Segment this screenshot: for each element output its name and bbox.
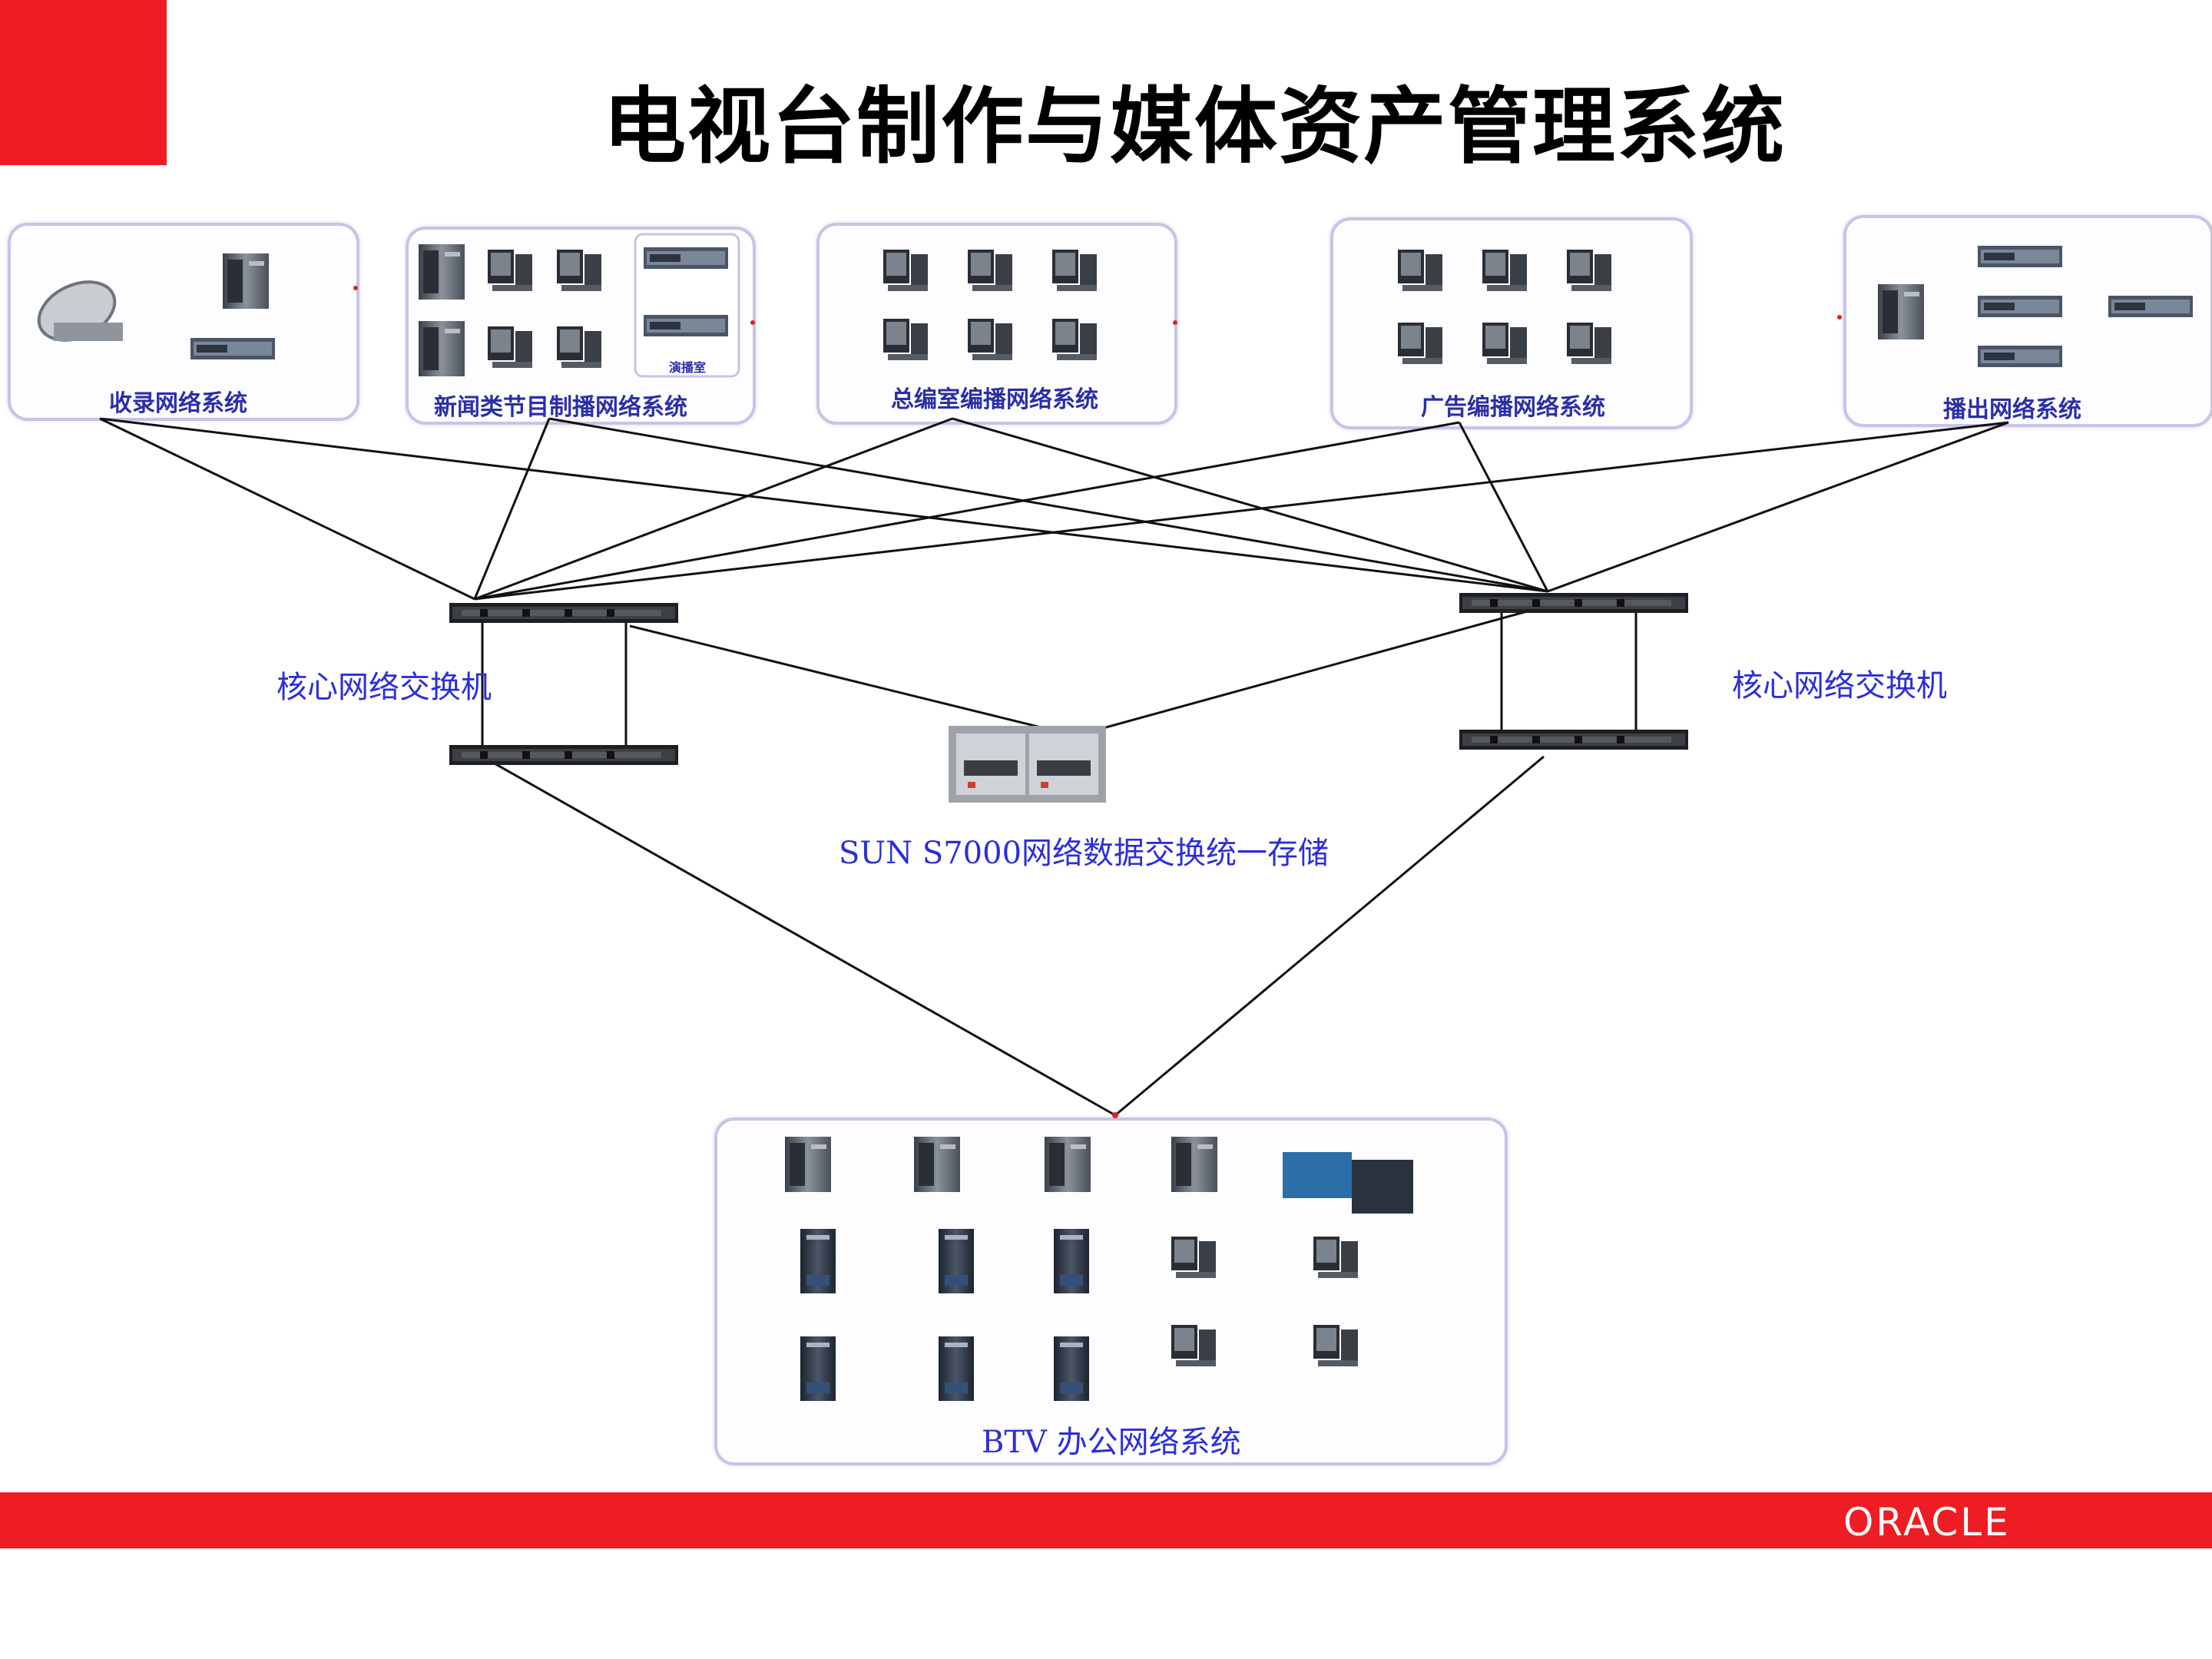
slide-title: 电视台制作与媒体资产管理系统 bbox=[602, 79, 1786, 175]
news-workstation-icon-4 bbox=[557, 326, 601, 368]
news-server-icon-1 bbox=[419, 244, 465, 300]
broadcast-rack-icon-3 bbox=[1978, 346, 2062, 367]
satellite-dish-icon bbox=[37, 280, 123, 342]
editorial-system-label: 总编室编播网络系统 bbox=[891, 386, 1098, 413]
studio-label: 演播室 bbox=[668, 360, 707, 375]
office-server-icon-1 bbox=[785, 1137, 831, 1192]
editorial-workstation-icon-5 bbox=[968, 319, 1012, 360]
ads-workstation-icon-2 bbox=[1482, 250, 1527, 291]
ads-workstation-icon-1 bbox=[1398, 250, 1442, 291]
receive-server-icon bbox=[223, 253, 269, 309]
office-storage-icon bbox=[1283, 1152, 1413, 1214]
office-server-icon-3 bbox=[1045, 1137, 1091, 1192]
core-switch-right-label: 核心网络交换机 bbox=[1732, 668, 1947, 704]
connection-lines bbox=[99, 417, 2009, 1117]
receive-system-label: 收录网络系统 bbox=[109, 390, 247, 417]
ads-workstation-icon-3 bbox=[1567, 250, 1611, 291]
news-workstation-icon-3 bbox=[488, 326, 532, 368]
ads-workstation-icon-4 bbox=[1398, 323, 1442, 364]
office-workstation-icon-4 bbox=[1313, 1325, 1358, 1366]
ads-system-label: 广告编播网络系统 bbox=[1421, 394, 1605, 421]
ads-workstation-icon-6 bbox=[1567, 323, 1611, 364]
office-workstation-icon-1 bbox=[1171, 1237, 1216, 1278]
editorial-workstation-icon-2 bbox=[968, 250, 1012, 291]
broadcast-rack-icon-4 bbox=[2108, 296, 2193, 317]
core-switch-left-bottom bbox=[449, 745, 678, 765]
office-tower-icon-5 bbox=[939, 1336, 974, 1401]
office-workstation-icon-3 bbox=[1171, 1325, 1216, 1366]
core-switch-left-label: 核心网络交换机 bbox=[276, 670, 492, 705]
news-workstation-icon-2 bbox=[557, 250, 601, 291]
editorial-workstation-icon-1 bbox=[883, 250, 928, 291]
ads-system-box bbox=[1330, 217, 1693, 429]
receive-rack-icon bbox=[190, 338, 275, 359]
editorial-workstation-icon-3 bbox=[1052, 250, 1097, 291]
ads-workstation-icon-5 bbox=[1482, 323, 1527, 364]
news-system-label: 新闻类节目制播网络系统 bbox=[434, 394, 687, 421]
broadcast-rack-icon-2 bbox=[1978, 296, 2062, 317]
office-workstation-icon-2 bbox=[1313, 1237, 1358, 1278]
broadcast-rack-icon-1 bbox=[1978, 246, 2062, 267]
broadcast-system-label: 播出网络系统 bbox=[1943, 396, 2081, 423]
core-switch-right-top bbox=[1459, 593, 1688, 613]
office-tower-icon-6 bbox=[1054, 1336, 1089, 1401]
editorial-workstation-icon-6 bbox=[1052, 319, 1097, 360]
storage-array-icon bbox=[949, 726, 1106, 803]
office-tower-icon-4 bbox=[800, 1336, 836, 1401]
studio-rack-icon-2 bbox=[644, 315, 728, 336]
storage-label: SUN S7000网络数据交换统一存储 bbox=[839, 836, 1330, 871]
office-tower-icon-3 bbox=[1054, 1229, 1089, 1293]
office-server-icon-4 bbox=[1171, 1137, 1217, 1192]
office-system-label: BTV 办公网络系统 bbox=[982, 1425, 1241, 1460]
office-tower-icon-1 bbox=[800, 1229, 836, 1293]
studio-sub-box bbox=[634, 233, 740, 378]
office-tower-icon-2 bbox=[939, 1229, 974, 1293]
connector-dots bbox=[353, 286, 1842, 1118]
office-server-icon-2 bbox=[914, 1137, 960, 1192]
core-switch-right-bottom bbox=[1459, 730, 1688, 750]
news-server-icon-2 bbox=[419, 321, 465, 376]
bottom-red-bar bbox=[0, 1492, 2212, 1548]
red-corner-block bbox=[0, 0, 167, 165]
oracle-logo: ORACLE bbox=[1843, 1500, 2011, 1545]
broadcast-server-icon bbox=[1878, 284, 1924, 339]
core-switch-left-top bbox=[449, 603, 678, 623]
studio-rack-icon-1 bbox=[644, 247, 728, 269]
news-workstation-icon-1 bbox=[488, 250, 532, 291]
editorial-workstation-icon-4 bbox=[883, 319, 928, 360]
